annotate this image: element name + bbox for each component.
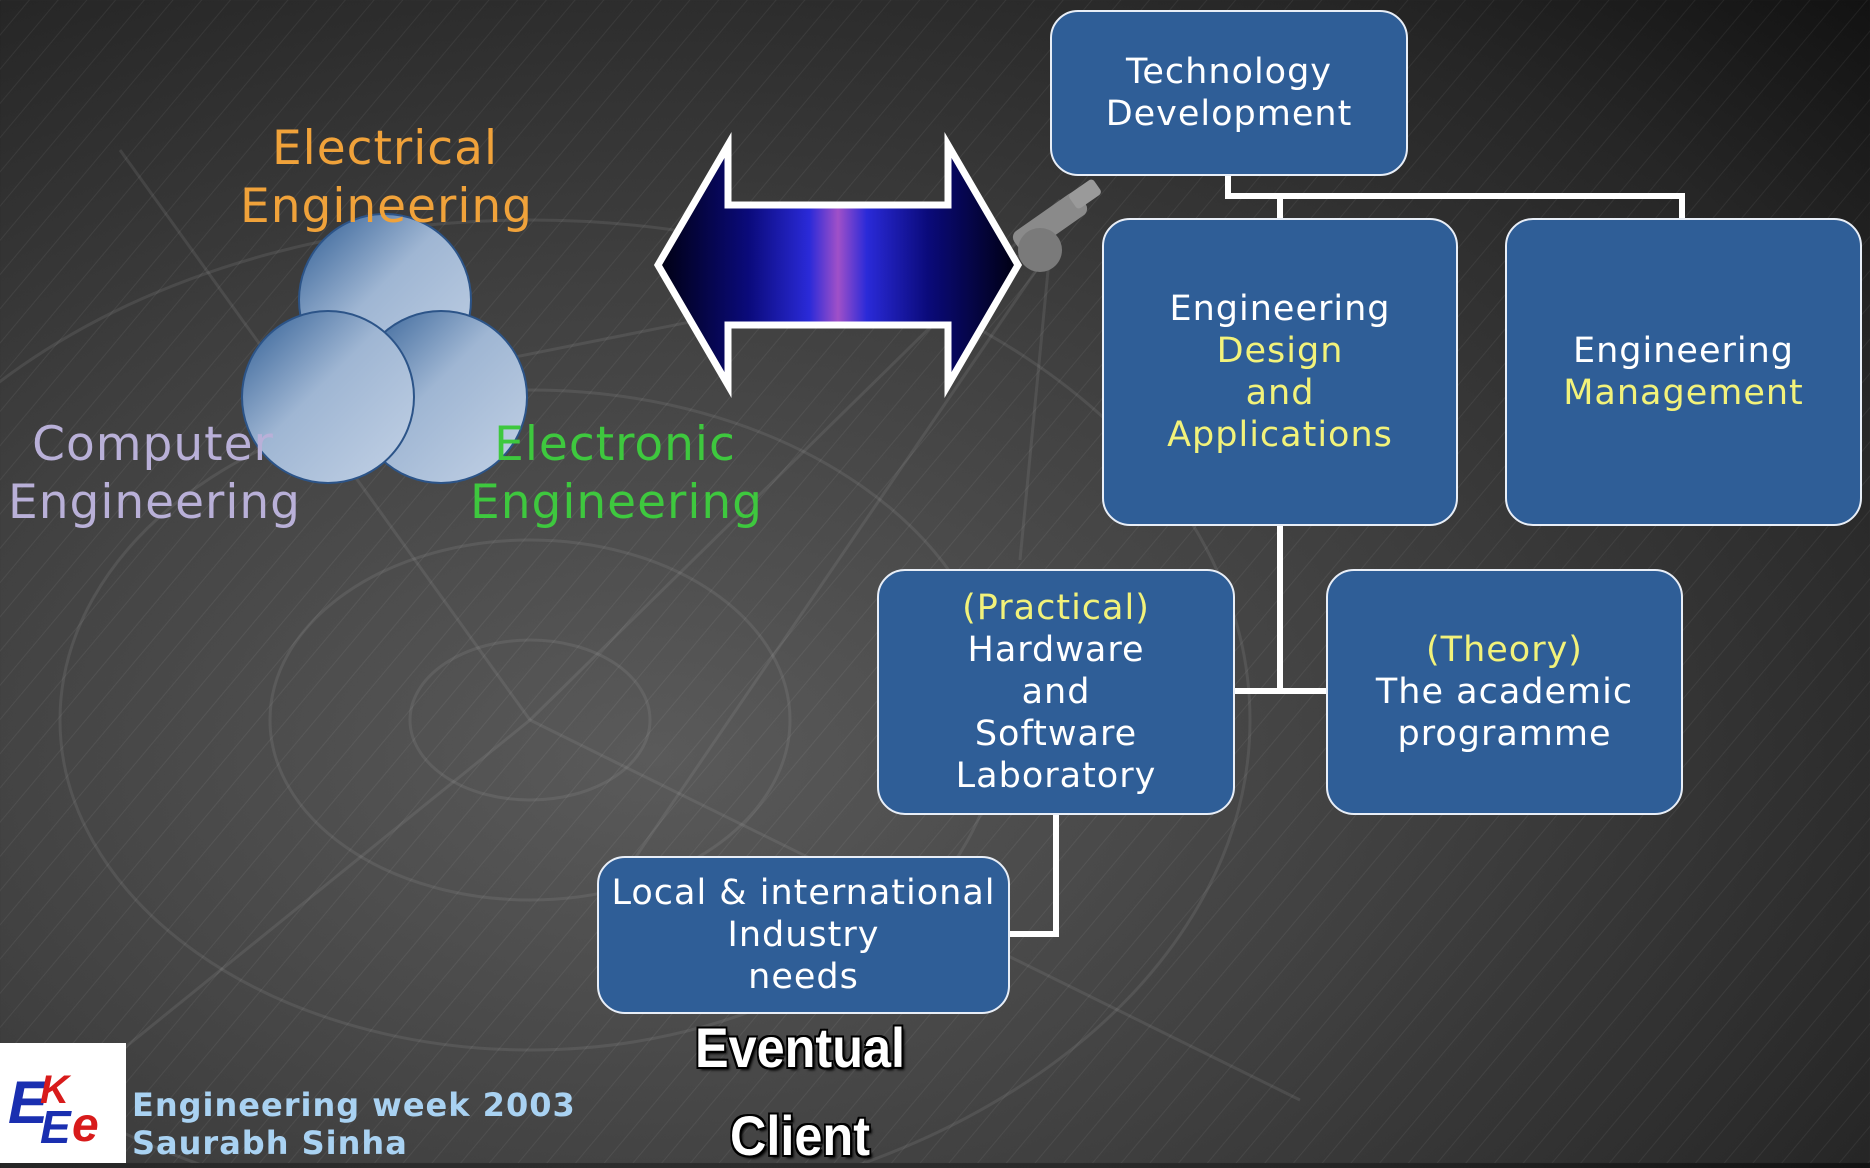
engineering-management-box: Engineering Management (1505, 218, 1862, 526)
electronic-line2: Engineering (470, 475, 763, 530)
electrical-line2: Engineering (240, 179, 533, 234)
practical-line2: and (1021, 672, 1091, 712)
satellite-icon (1012, 179, 1101, 272)
practical-line4: Laboratory (955, 756, 1157, 796)
footer-author: Saurabh Sinha (132, 1124, 408, 1162)
industry-line3: needs (748, 957, 859, 997)
design-line2: Design (1216, 331, 1344, 371)
practical-line3: Software (974, 714, 1138, 754)
svg-text:e: e (72, 1099, 99, 1152)
eeke-logo-icon: E K E e (8, 1068, 99, 1153)
venn-circle-computer (241, 310, 415, 484)
practical-tag: (Practical) (962, 588, 1150, 628)
practical-line1: Hardware (967, 630, 1145, 670)
theory-line1: The academic (1375, 672, 1634, 712)
industry-line2: Industry (727, 915, 880, 955)
industry-line1: Local & international (611, 873, 996, 913)
computer-line2: Engineering (8, 475, 301, 530)
theory-line2: programme (1397, 714, 1612, 754)
industry-needs-box: Local & international Industry needs (597, 856, 1010, 1014)
client-label: Client (729, 1104, 871, 1167)
svg-text:E: E (8, 1069, 50, 1136)
computer-line1: Computer (32, 417, 274, 472)
design-line3: and (1245, 373, 1315, 413)
technology-line2: Development (1105, 94, 1353, 134)
computer-engineering-label: Computer Engineering (8, 416, 301, 532)
management-line2: Management (1563, 373, 1804, 413)
management-line1: Engineering (1573, 331, 1794, 371)
design-line1: Engineering (1169, 289, 1391, 329)
technology-development-box: Technology Development (1050, 10, 1408, 176)
theory-tag: (Theory) (1426, 630, 1583, 670)
design-line4: Applications (1167, 415, 1393, 455)
technology-line1: Technology (1125, 52, 1333, 92)
electrical-engineering-label: Electrical Engineering (240, 120, 533, 236)
electrical-line1: Electrical (271, 121, 499, 176)
electronic-engineering-label: Electronic Engineering (470, 416, 763, 532)
svg-text:E: E (40, 1101, 72, 1153)
practical-laboratory-box: (Practical) Hardware and Software Labora… (877, 569, 1235, 815)
engineering-design-box: Engineering Design and Applications (1102, 218, 1458, 526)
logo: E K E e (0, 1043, 126, 1163)
electronic-line1: Electronic (494, 417, 736, 472)
eventual-label: Eventual (694, 1016, 906, 1079)
theory-programme-box: (Theory) The academic programme (1326, 569, 1683, 815)
footer-event: Engineering week 2003 (132, 1086, 576, 1124)
svg-text:K: K (40, 1068, 72, 1112)
